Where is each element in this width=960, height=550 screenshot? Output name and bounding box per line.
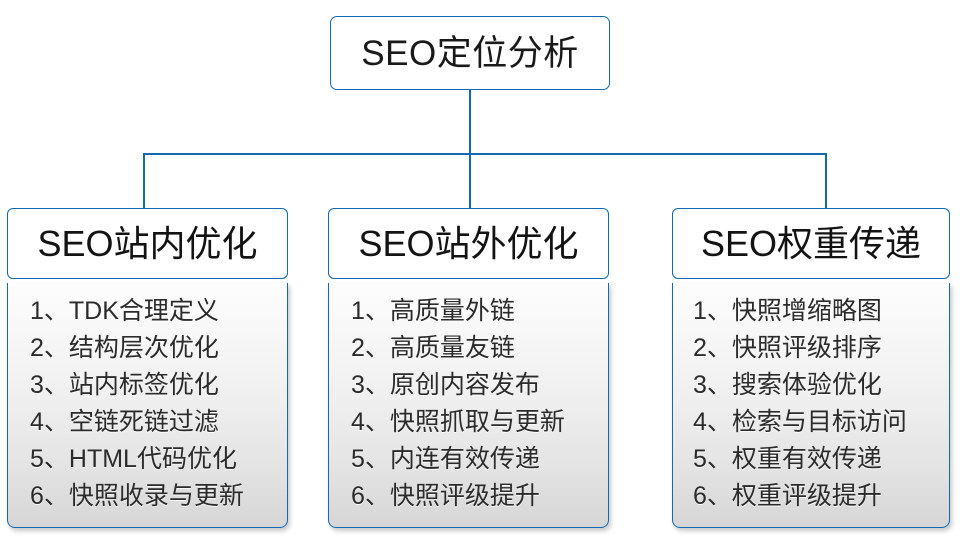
list-item-text: 快照评级提升 — [389, 482, 540, 510]
list-item: 4、 检索与目标访问 — [693, 404, 949, 441]
branch-column-3: SEO权重传递 1、 快照增缩略图 2、 快照评级排序 3、 搜索体验优化 4、… — [672, 208, 950, 528]
list-item-index: 6、 — [351, 482, 390, 510]
list-item: 4、 空链死链过滤 — [30, 404, 287, 441]
list-item: 6、 权重评级提升 — [693, 478, 949, 515]
list-item-index: 3、 — [351, 371, 390, 399]
connector-horizontal-bus — [143, 153, 826, 155]
list-item-text: 内连有效传递 — [389, 445, 540, 473]
list-item-index: 5、 — [30, 445, 69, 473]
connector-branch-2-vertical — [469, 153, 471, 209]
list-item: 1、 快照增缩略图 — [693, 293, 949, 330]
list-item: 1、 高质量外链 — [351, 293, 608, 330]
root-node: SEO定位分析 — [330, 16, 610, 90]
list-item-index: 5、 — [351, 445, 390, 473]
list-item-text: HTML代码优化 — [68, 445, 237, 473]
connector-branch-3-vertical — [825, 153, 827, 209]
connector-root-vertical — [469, 90, 471, 154]
list-item: 1、 TDK合理定义 — [30, 293, 287, 330]
branch-column-2: SEO站外优化 1、 高质量外链 2、 高质量友链 3、 原创内容发布 4、 快… — [328, 208, 609, 528]
list-item-index: 5、 — [693, 445, 732, 473]
list-item-text: 高质量外链 — [389, 297, 515, 325]
list-item-index: 4、 — [351, 408, 390, 436]
list-item: 3、 原创内容发布 — [351, 367, 608, 404]
list-item-index: 4、 — [30, 408, 69, 436]
list-item-index: 6、 — [693, 482, 732, 510]
list-item-index: 3、 — [693, 371, 732, 399]
list-item: 3、 站内标签优化 — [30, 367, 287, 404]
list-item-index: 2、 — [693, 334, 732, 362]
connector-branch-1-vertical — [143, 153, 145, 209]
list-item: 5、 内连有效传递 — [351, 441, 608, 478]
list-item-text: 原创内容发布 — [389, 371, 540, 399]
list-item: 4、 快照抓取与更新 — [351, 404, 608, 441]
list-item-text: 快照抓取与更新 — [389, 408, 565, 436]
branch-3-header-label: SEO权重传递 — [700, 222, 922, 264]
branch-2-header-label: SEO站外优化 — [358, 222, 579, 264]
list-item-text: 快照评级排序 — [731, 334, 882, 362]
list-item-index: 6、 — [30, 482, 69, 510]
list-item-text: 高质量友链 — [389, 334, 515, 362]
list-item-text: 快照增缩略图 — [731, 297, 882, 325]
list-item: 6、 快照收录与更新 — [30, 478, 287, 515]
list-item: 5、 HTML代码优化 — [30, 441, 287, 478]
branch-2-list: 1、 高质量外链 2、 高质量友链 3、 原创内容发布 4、 快照抓取与更新 5… — [328, 283, 609, 528]
list-item-index: 1、 — [30, 297, 69, 325]
list-item-index: 1、 — [351, 297, 390, 325]
list-item-text: TDK合理定义 — [68, 297, 219, 325]
list-item-text: 站内标签优化 — [68, 371, 219, 399]
branch-column-1: SEO站内优化 1、 TDK合理定义 2、 结构层次优化 3、 站内标签优化 4… — [7, 208, 288, 528]
list-item-index: 2、 — [30, 334, 69, 362]
list-item-text: 权重有效传递 — [731, 445, 882, 473]
branch-3-list: 1、 快照增缩略图 2、 快照评级排序 3、 搜索体验优化 4、 检索与目标访问… — [672, 283, 950, 528]
list-item-index: 3、 — [30, 371, 69, 399]
list-item: 2、 高质量友链 — [351, 330, 608, 367]
list-item-text: 快照收录与更新 — [68, 482, 244, 510]
list-item-index: 4、 — [693, 408, 732, 436]
list-item: 2、 结构层次优化 — [30, 330, 287, 367]
list-item-text: 搜索体验优化 — [731, 371, 882, 399]
list-item: 3、 搜索体验优化 — [693, 367, 949, 404]
branch-1-header: SEO站内优化 — [7, 208, 288, 279]
list-item: 5、 权重有效传递 — [693, 441, 949, 478]
branch-1-list: 1、 TDK合理定义 2、 结构层次优化 3、 站内标签优化 4、 空链死链过滤… — [7, 283, 288, 528]
root-node-label: SEO定位分析 — [361, 33, 579, 73]
list-item-index: 1、 — [693, 297, 732, 325]
list-item-index: 2、 — [351, 334, 390, 362]
list-item-text: 空链死链过滤 — [68, 408, 219, 436]
list-item: 6、 快照评级提升 — [351, 478, 608, 515]
branch-3-header: SEO权重传递 — [672, 208, 950, 279]
branch-1-header-label: SEO站内优化 — [37, 222, 258, 264]
list-item-text: 权重评级提升 — [731, 482, 882, 510]
branch-2-header: SEO站外优化 — [328, 208, 609, 279]
list-item-text: 结构层次优化 — [68, 334, 219, 362]
list-item-text: 检索与目标访问 — [731, 408, 907, 436]
list-item: 2、 快照评级排序 — [693, 330, 949, 367]
